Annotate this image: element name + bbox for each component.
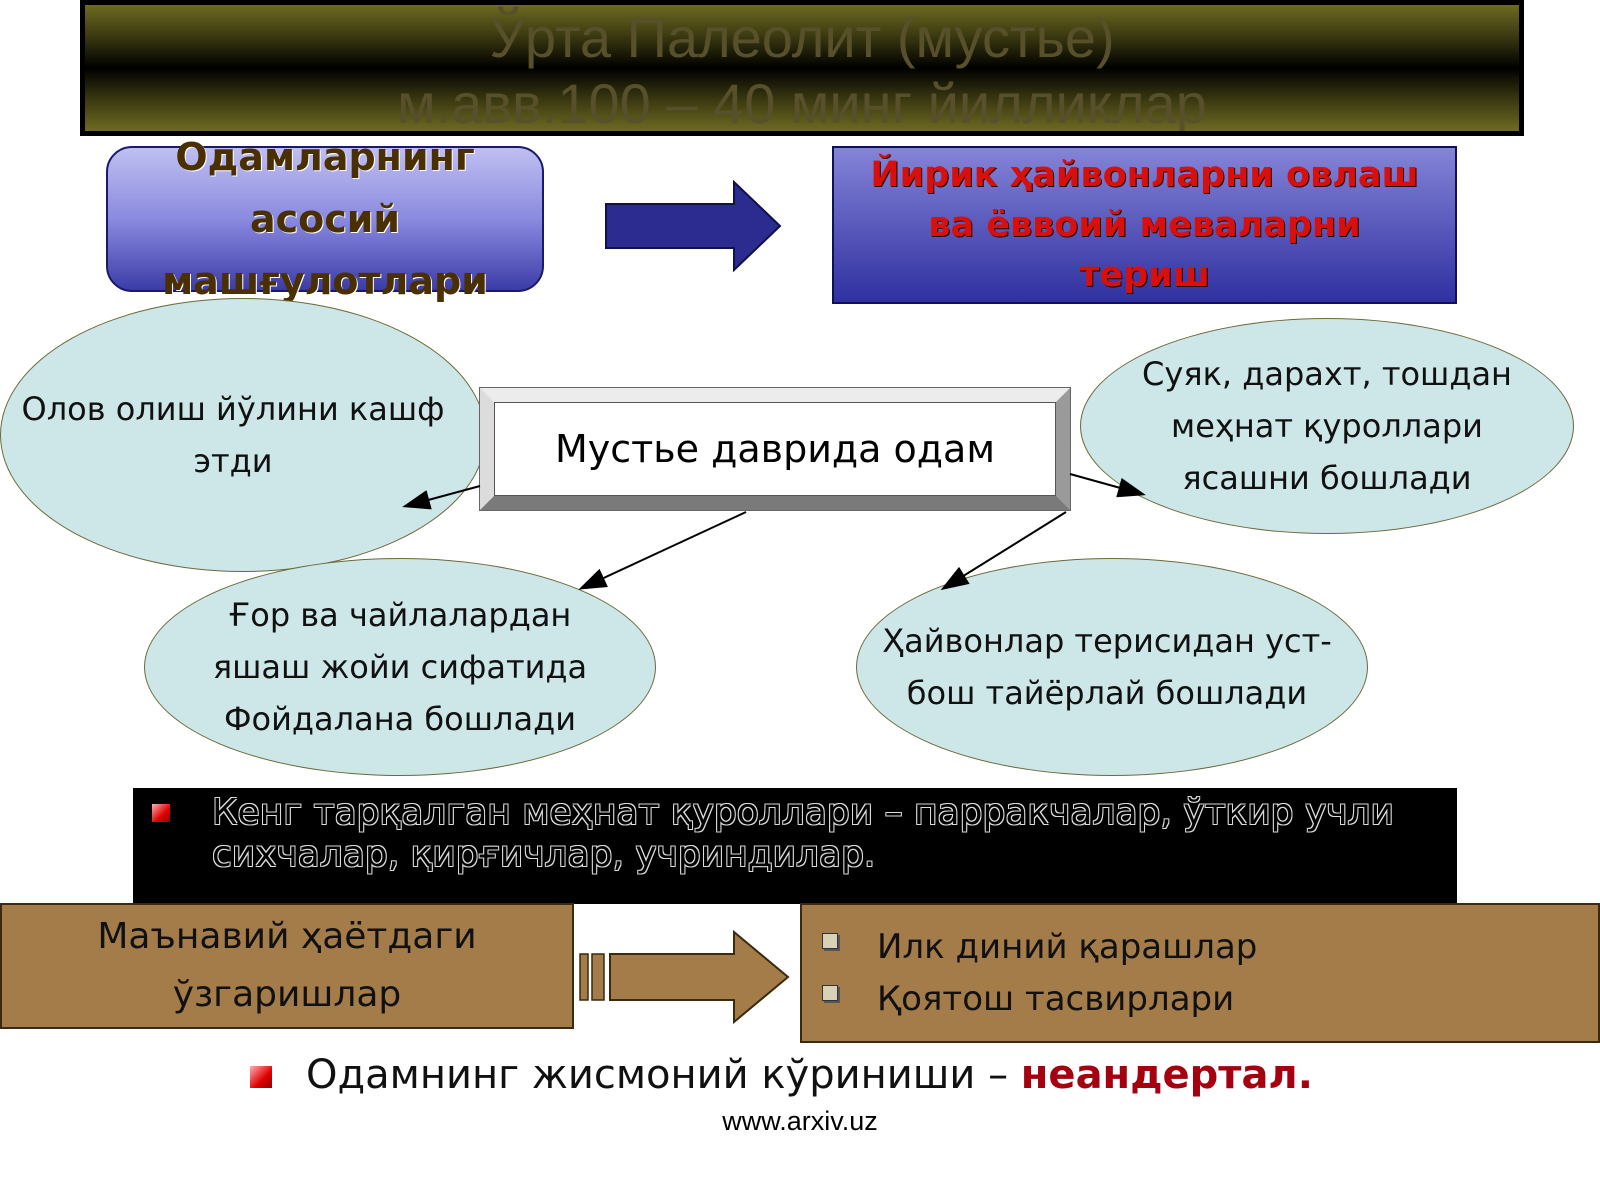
ellipse-clothing: Ҳайвонлар терисидан уст-бош тайёрлай бош… (856, 558, 1368, 776)
neanderthal-statement: Одамнинг жисмоний кўриниши – неандертал. (306, 1052, 1313, 1098)
title-line-1: Ўрта Палеолит (мустье) (489, 6, 1115, 69)
spiritual-changes-box: Маънавий ҳаётдаги ўзгаришлар (0, 903, 574, 1029)
connector-to-cave (578, 511, 747, 590)
center-label: Мустье даврида одам (554, 427, 996, 471)
ellipse-cave-dwelling: Ғор ва чайлалардан яшаш жойи сифатида Фо… (144, 558, 656, 776)
square-bullet-icon (822, 933, 838, 949)
neanderthal-prefix: Одамнинг жисмоний кўриниши – (306, 1052, 1021, 1098)
spiritual-item-rock-art: Қоятош тасвирлари (877, 979, 1235, 1019)
square-bullet-icon (822, 985, 838, 1001)
right-arrow-icon (605, 180, 782, 272)
occupations-box: Одамларнинг асосий машғулотлари (106, 135, 544, 303)
spiritual-changes-label: Маънавий ҳаётдаги ўзгаришлар (97, 916, 477, 1015)
spiritual-item-religion: Илк диний қарашлар (877, 927, 1258, 967)
neanderthal-highlight: неандертал. (1020, 1052, 1313, 1098)
red-bullet-icon (152, 804, 170, 822)
title-banner: Ўрта Палеолит (мустье) м.авв.100 – 40 ми… (80, 0, 1524, 136)
tool-making-text: Суяк, дарахт, тошдан меҳнат қуроллари яс… (1142, 355, 1512, 497)
tools-info-text: Кенг тарқалган меҳнат қуроллари – паррак… (212, 792, 1394, 875)
hunting-gathering-box: Йирик ҳайвонларни овлаш ва ёввоий мевала… (832, 146, 1457, 304)
website-url: www.arxiv.uz (722, 1106, 878, 1136)
connector-to-fire (402, 485, 481, 510)
ellipse-fire-discovery: Олов олиш йўлини кашф этди (0, 298, 486, 572)
occupations-label: Одамларнинг асосий машғулотлари (162, 135, 488, 303)
connector-to-clothes (940, 511, 1067, 591)
clothing-text: Ҳайвонлар терисидан уст-бош тайёрлай бош… (882, 622, 1332, 712)
spiritual-items-box: Илк диний қарашлар Қоятош тасвирлари (800, 903, 1600, 1043)
fire-discovery-text: Олов олиш йўлини кашф этди (21, 390, 445, 480)
title-line-2: м.авв.100 – 40 минг йилликлар (397, 72, 1207, 135)
tools-info-band (133, 788, 1457, 904)
ellipse-tool-making: Суяк, дарахт, тошдан меҳнат қуроллари яс… (1080, 318, 1574, 534)
connector-to-tools (1069, 473, 1146, 498)
red-bullet-icon (250, 1066, 272, 1088)
hunting-gathering-label: Йирик ҳайвонларни овлаш ва ёввоий мевала… (870, 155, 1419, 295)
cave-dwelling-text: Ғор ва чайлалардан яшаш жойи сифатида Фо… (212, 596, 588, 738)
striped-right-arrow-icon (579, 929, 790, 1025)
center-box: Мустье даврида одам (479, 387, 1071, 511)
